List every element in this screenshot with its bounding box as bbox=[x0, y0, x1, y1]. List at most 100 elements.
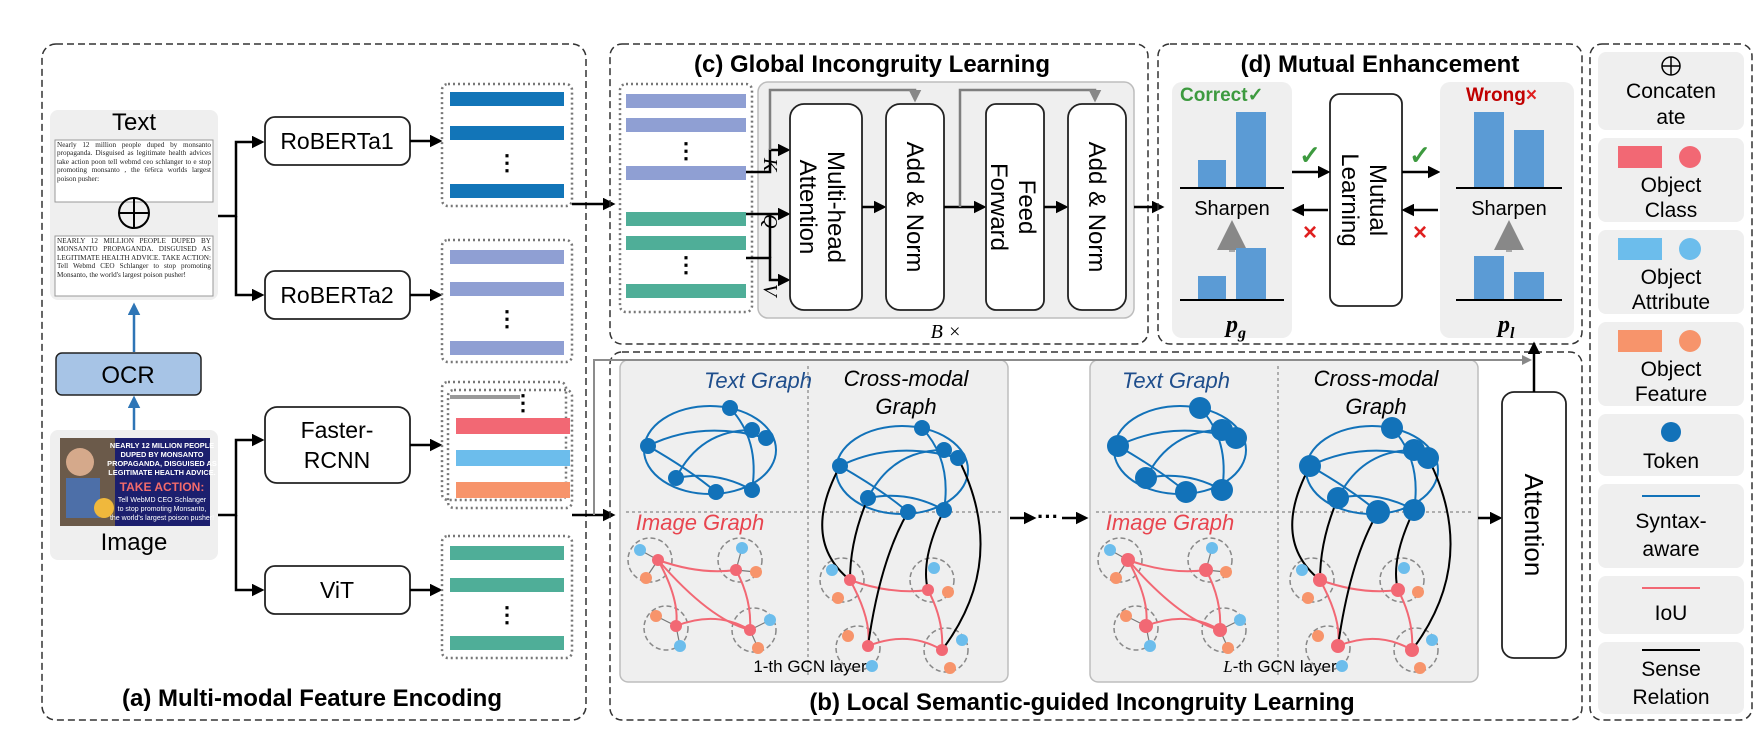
legend-concat-icon bbox=[1661, 56, 1681, 76]
faster-rcnn-label-2: RCNN bbox=[304, 447, 370, 473]
svg-text:Sense: Sense bbox=[1641, 658, 1701, 681]
svg-text:aware: aware bbox=[1642, 538, 1699, 561]
svg-text:Object: Object bbox=[1641, 358, 1702, 381]
text-graph-1-tokens bbox=[640, 400, 774, 500]
svg-text:Image Graph: Image Graph bbox=[636, 510, 764, 535]
svg-text:Concaten: Concaten bbox=[1626, 80, 1716, 103]
svg-text:Tell WebMD CEO Schlanger: Tell WebMD CEO Schlanger bbox=[118, 497, 207, 504]
pg-top-bars bbox=[1180, 112, 1284, 189]
svg-text:⋮: ⋮ bbox=[496, 602, 518, 627]
text-snippet-ocr: NEARLY 12 MILLION PEOPLE DUPED BY MONSAN… bbox=[57, 237, 211, 279]
svg-text:Cross-modal: Cross-modal bbox=[1314, 366, 1440, 391]
svg-text:✓: ✓ bbox=[1299, 140, 1321, 170]
section-c-title: (c) Global Incongruity Learning bbox=[694, 51, 1050, 78]
ff-label-1: Feed bbox=[1013, 180, 1040, 235]
svg-text:RoBERTa2: RoBERTa2 bbox=[280, 282, 393, 308]
svg-text:Attention: Attention bbox=[1519, 474, 1549, 577]
correct-label: Correct✓ bbox=[1180, 85, 1264, 106]
repeat-label: B × bbox=[931, 321, 962, 343]
layer-1-label: 1-th GCN layer bbox=[753, 657, 867, 676]
ml-label-1: Mutual bbox=[1364, 164, 1391, 236]
vit-features: ⋮ bbox=[440, 534, 574, 660]
svg-text:Cross-modal: Cross-modal bbox=[844, 366, 970, 391]
svg-text:Image Graph: Image Graph bbox=[1106, 510, 1234, 535]
text-snippet-raw: Nearly 12 million people duped by monsan… bbox=[57, 141, 211, 183]
svg-text:LEGITIMATE HEALTH ADVICE.: LEGITIMATE HEALTH ADVICE. bbox=[108, 468, 215, 477]
mutual-learning-box bbox=[1329, 93, 1403, 307]
text-graph-L-tokens bbox=[1107, 397, 1247, 503]
svg-text:Object: Object bbox=[1641, 266, 1702, 289]
svg-text:⋮: ⋮ bbox=[512, 390, 534, 415]
section-d-title: (d) Mutual Enhancement bbox=[1241, 51, 1520, 78]
legend-token-icon bbox=[1661, 422, 1681, 442]
mha-label-1: Multi-head bbox=[822, 151, 849, 263]
svg-text:DUPED BY MONSANTO: DUPED BY MONSANTO bbox=[120, 450, 203, 459]
svg-text:✓: ✓ bbox=[1409, 140, 1431, 170]
svg-text:Graph: Graph bbox=[1345, 394, 1406, 419]
layer-L-label: L-th GCN layer bbox=[1222, 657, 1337, 676]
ml-label-2: Learning bbox=[1336, 153, 1363, 246]
svg-text:ViT: ViT bbox=[320, 577, 354, 603]
legend-object-feature-icon bbox=[1618, 330, 1662, 352]
svg-text:Add & Norm: Add & Norm bbox=[1083, 142, 1110, 273]
image-graph-L bbox=[1097, 537, 1247, 654]
ff-label-2: Forward bbox=[985, 163, 1012, 251]
svg-text:NEARLY 12 MILLION PEOPLE: NEARLY 12 MILLION PEOPLE bbox=[110, 441, 214, 450]
ocr-box bbox=[55, 352, 202, 396]
svg-text:Sharpen: Sharpen bbox=[1194, 198, 1270, 220]
svg-text:Attribute: Attribute bbox=[1632, 291, 1710, 314]
section-a-title: (a) Multi-modal Feature Encoding bbox=[122, 685, 502, 712]
cross-modal-graph-1 bbox=[819, 420, 982, 674]
section-c-global-incongruity: (c) Global Incongruity Learning ⋮ ⋮ K Q … bbox=[609, 43, 1149, 345]
svg-text:⋮: ⋮ bbox=[496, 150, 518, 175]
faster-rcnn-features: ⋮ bbox=[440, 380, 574, 510]
svg-text:Graph: Graph bbox=[875, 394, 936, 419]
cross-modal-graph-L bbox=[1289, 417, 1452, 674]
section-a-feature-encoding: Text Nearly 12 million people duped by m… bbox=[41, 43, 587, 721]
roberta2-features: ⋮ bbox=[440, 238, 574, 364]
pg-label: pg bbox=[1224, 312, 1246, 342]
svg-text:the world's largest poison pus: the world's largest poison pusher! bbox=[110, 515, 214, 522]
svg-text:PROPAGANDA, DISGUISED AS: PROPAGANDA, DISGUISED AS bbox=[107, 459, 217, 468]
svg-text:×: × bbox=[1413, 219, 1427, 246]
mha-label-2: Attention bbox=[794, 160, 821, 255]
roberta1-features: ⋮ bbox=[440, 82, 574, 208]
svg-text:Class: Class bbox=[1645, 199, 1698, 222]
section-b-local-incongruity: (b) Local Semantic-guided Incongruity Le… bbox=[593, 341, 1583, 721]
svg-text:⋮: ⋮ bbox=[496, 306, 518, 331]
svg-text:Feature: Feature bbox=[1635, 383, 1707, 406]
pl-bottom-bars bbox=[1456, 256, 1562, 301]
svg-text:Text Graph: Text Graph bbox=[1122, 368, 1230, 393]
image-graph-1 bbox=[627, 537, 777, 654]
svg-text:RoBERTa1: RoBERTa1 bbox=[280, 128, 393, 154]
svg-text:×: × bbox=[1303, 219, 1317, 246]
legend-object-class-icon bbox=[1618, 146, 1662, 168]
pl-top-bars bbox=[1456, 112, 1562, 189]
svg-text:⋮: ⋮ bbox=[675, 252, 697, 277]
pl-label: pl bbox=[1496, 312, 1515, 342]
svg-text:to stop promoting Monsanto,: to stop promoting Monsanto, bbox=[118, 506, 207, 513]
wrong-label: Wrong× bbox=[1466, 85, 1537, 106]
text-label: Text bbox=[112, 109, 156, 136]
concat-icon bbox=[118, 197, 150, 229]
section-d-mutual-enhancement: (d) Mutual Enhancement Correct✓ Sharpen … bbox=[1157, 43, 1583, 345]
legend: Concaten ate Object Class Object Attribu… bbox=[1589, 43, 1753, 721]
legend-object-attribute-icon bbox=[1618, 238, 1662, 260]
svg-text:Token: Token bbox=[1643, 450, 1699, 473]
svg-text:Add & Norm: Add & Norm bbox=[901, 142, 928, 273]
svg-text:Object: Object bbox=[1641, 174, 1702, 197]
svg-text:ate: ate bbox=[1656, 106, 1685, 129]
add-norm-box-2 bbox=[1067, 103, 1127, 311]
svg-text:Text Graph: Text Graph bbox=[704, 368, 812, 393]
svg-text:Sharpen: Sharpen bbox=[1471, 198, 1547, 220]
pg-bottom-bars bbox=[1180, 248, 1284, 301]
svg-text:TAKE ACTION:: TAKE ACTION: bbox=[120, 480, 205, 494]
meme-image: NEARLY 12 MILLION PEOPLE DUPED BY MONSAN… bbox=[60, 438, 217, 526]
svg-text:Syntax-: Syntax- bbox=[1635, 510, 1706, 533]
ocr-label: OCR bbox=[101, 362, 154, 389]
image-label: Image bbox=[101, 529, 168, 556]
svg-text:Relation: Relation bbox=[1632, 686, 1709, 709]
svg-text:IoU: IoU bbox=[1655, 602, 1688, 625]
section-b-title: (b) Local Semantic-guided Incongruity Le… bbox=[809, 689, 1354, 716]
